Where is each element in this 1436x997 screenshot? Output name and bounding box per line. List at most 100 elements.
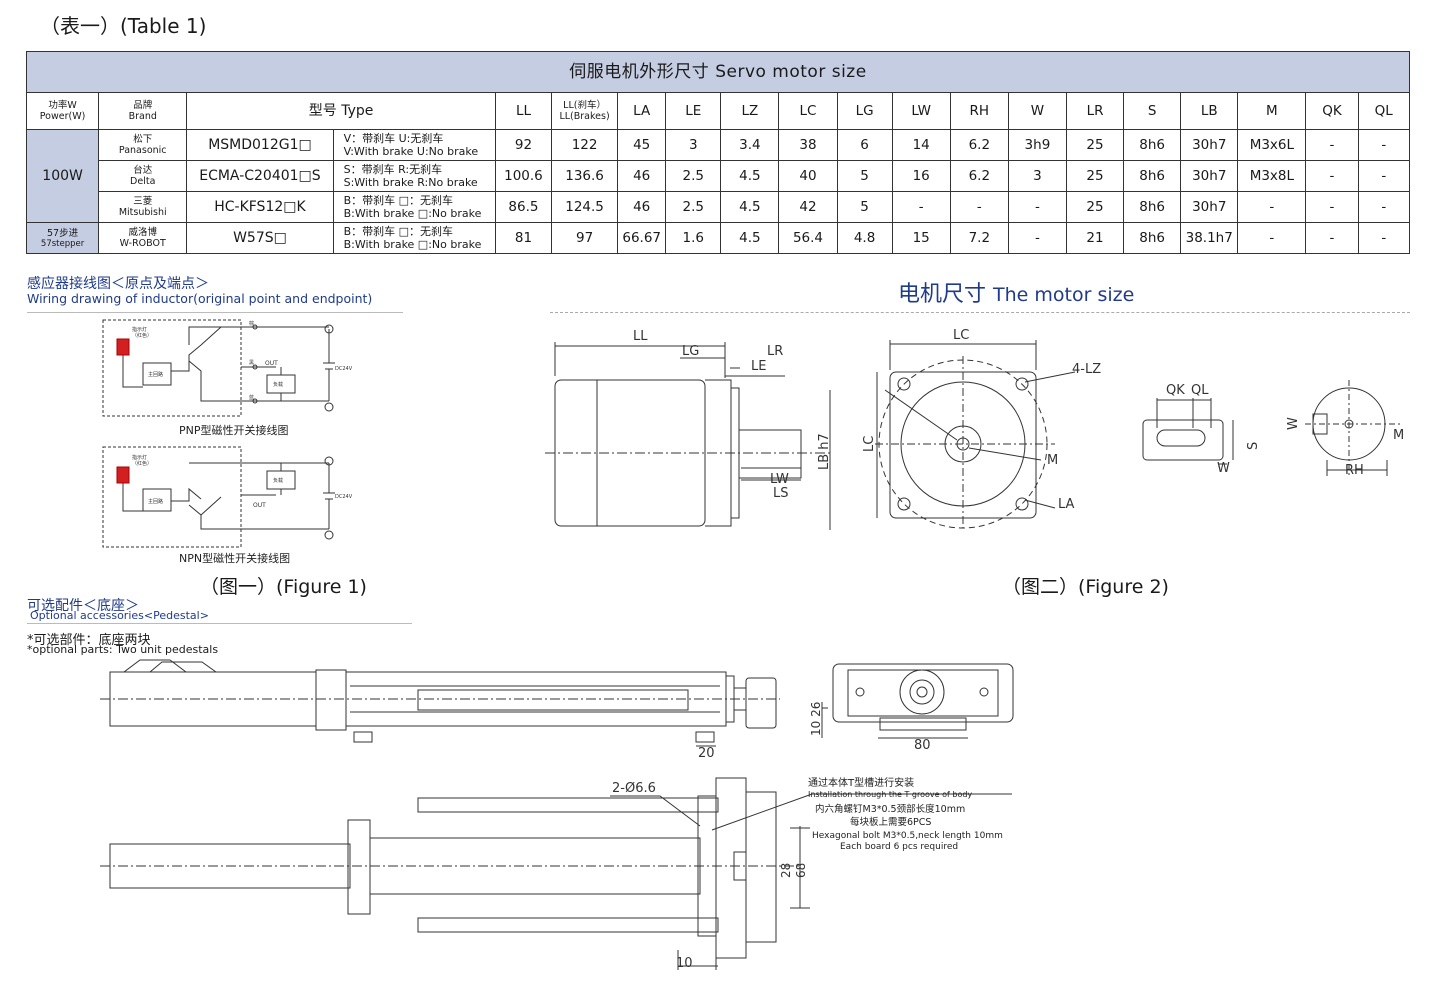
value-cell: 4.5 [720, 222, 780, 254]
optional-parts-note-cn: *可选部件：底座两块 [27, 633, 151, 648]
value-cell: 38.1h7 [1180, 222, 1239, 254]
value-cell: - [1357, 129, 1411, 161]
out-label: OUT [253, 502, 266, 509]
value-cell: 97 [551, 222, 619, 254]
model-note-en: V:With brake U:No brake [343, 145, 479, 158]
motor-drawings: LL LG LR LE LB h7 LW LS LC LC 4-LZ M LA … [545, 328, 1404, 530]
lc-side-label: LC [862, 436, 877, 452]
value-cell: 7.2 [949, 222, 1009, 254]
bolt-note-en: Hexagonal bolt M3*0.5,neck length 10mm [812, 831, 1003, 841]
value-cell: 5 [836, 160, 893, 192]
figure-1-caption: （图一）(Figure 1) [200, 576, 367, 598]
header-type: 型号 Type [186, 92, 496, 130]
value-cell: - [1305, 160, 1359, 192]
header-power-cn: 功率W [48, 100, 77, 111]
value-cell: 46 [617, 160, 667, 192]
motor-side-view [545, 342, 831, 530]
main-circuit-label: 主回路 [148, 498, 163, 505]
value-cell: 25 [1065, 129, 1125, 161]
m2-label: M [1393, 428, 1404, 443]
header-le: LE [665, 92, 722, 130]
w2-label: W [1286, 417, 1301, 430]
lb-h7-label: LB h7 [817, 433, 832, 470]
wiring-title: 感应器接线图＜原点及端点＞ [27, 276, 209, 292]
value-cell: 42 [778, 191, 838, 223]
value-cell: 81 [494, 222, 553, 254]
model-note-en: S:With brake R:No brake [343, 176, 478, 189]
value-cell: 21 [1065, 222, 1125, 254]
value-cell: 92 [494, 129, 553, 161]
la-label: LA [1058, 497, 1075, 512]
optional-parts-note-en: *optional parts: Two unit pedestals [27, 643, 219, 656]
value-cell: 3 [1007, 160, 1067, 192]
value-cell: 8h6 [1123, 160, 1182, 192]
value-cell: 15 [891, 222, 951, 254]
pedestal-end-view [821, 663, 1014, 739]
header-lw: LW [891, 92, 951, 130]
model-note-cn: V：带刹车 U:无刹车 [343, 132, 444, 145]
header-ql: QL [1357, 92, 1411, 130]
model-note-cn: S：带刹车 R:无刹车 [343, 163, 443, 176]
value-cell: - [1237, 222, 1307, 254]
board-note-en: Each board 6 pcs required [840, 842, 958, 852]
install-note-en: Installation through the T groove of bod… [808, 790, 972, 799]
model-note-cn: B：带刹车 □：无刹车 [343, 225, 454, 238]
pnp-label: PNP型磁性开关接线图 [179, 423, 289, 437]
shaft-end-view [1305, 380, 1401, 476]
dc-label: DC24V [335, 494, 353, 500]
lamp-label: 指示灯 [132, 326, 147, 333]
value-cell: 1.6 [665, 222, 722, 254]
header-ll-brake-en: LL(Brakes) [559, 111, 610, 122]
header-lb: LB [1180, 92, 1239, 130]
value-cell: 86.5 [494, 191, 553, 223]
divider [27, 312, 403, 313]
black-label: 黑 [249, 360, 254, 366]
dim-68: 68 [794, 863, 808, 878]
value-cell: 122 [551, 129, 619, 161]
value-cell: 14 [891, 129, 951, 161]
value-cell: 25 [1065, 160, 1125, 192]
value-cell: M3x8L [1237, 160, 1307, 192]
value-cell: 3h9 [1007, 129, 1067, 161]
value-cell: - [1305, 222, 1359, 254]
wiring-subtitle: Wiring drawing of inductor(original poin… [27, 291, 373, 306]
model-note-en: B:With brake □:No brake [343, 207, 482, 220]
ll-label: LL [633, 329, 648, 344]
value-cell: 2.5 [665, 191, 722, 223]
value-cell: 2.5 [665, 160, 722, 192]
power-cn: 57步进 [47, 227, 79, 239]
value-cell: 8h6 [1123, 222, 1182, 254]
motor-size-title: 电机尺寸 The motor size [898, 276, 1134, 308]
motor-front-view [875, 340, 1076, 529]
value-cell: 30h7 [1180, 160, 1239, 192]
m-label: M [1047, 453, 1058, 468]
actuator-side-view [100, 659, 780, 747]
value-cell: - [949, 191, 1009, 223]
value-cell: 40 [778, 160, 838, 192]
value-cell: 124.5 [551, 191, 619, 223]
value-cell: - [1357, 191, 1411, 223]
value-cell: - [1305, 129, 1359, 161]
install-note-cn: 通过本体T型槽进行安装 [808, 776, 914, 789]
divider [27, 623, 412, 624]
out-label: OUT [265, 360, 278, 367]
value-cell: 136.6 [551, 160, 619, 192]
ql-label: QL [1191, 383, 1209, 398]
dim-10: 10 [676, 956, 693, 971]
value-cell: - [1007, 222, 1067, 254]
main-circuit-label: 主回路 [148, 371, 163, 378]
value-cell: 38 [778, 129, 838, 161]
lw-label: LW [770, 472, 789, 487]
value-cell: 46 [617, 191, 667, 223]
dim-10-26: 10 26 [809, 702, 823, 736]
value-cell: 6.2 [949, 129, 1009, 161]
lg-label: LG [682, 344, 699, 359]
model-cell: ECMA-C20401□S [186, 160, 334, 192]
brand-en: Panasonic [118, 145, 167, 156]
brand-cn: 松下 [133, 134, 153, 145]
bolt-note-cn: 内六角螺钉M3*0.5颈部长度10mm [815, 803, 965, 815]
